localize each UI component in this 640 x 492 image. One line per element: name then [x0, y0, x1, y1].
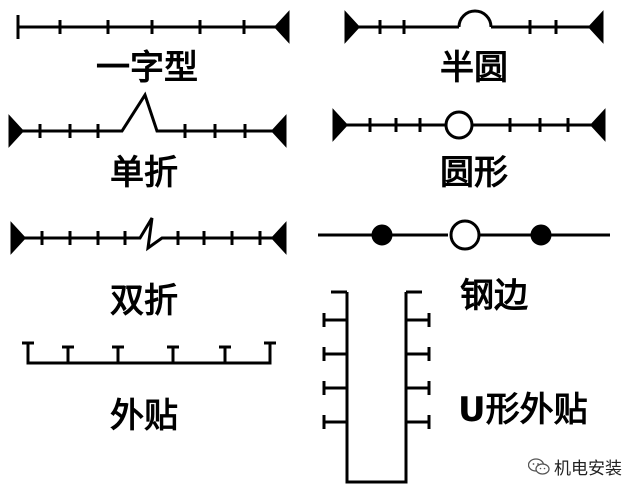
watermark: 机电安装: [524, 453, 626, 480]
external-waterstop-symbol: [22, 341, 276, 365]
watermark-text: 机电安装: [554, 459, 622, 479]
double-fold-waterstop-symbol: [10, 217, 287, 255]
wechat-icon: [528, 457, 550, 475]
u-external-waterstop-symbol: [322, 290, 431, 484]
circle-waterstop-symbol: [332, 108, 606, 142]
label-double-fold: 双折: [110, 281, 178, 321]
label-u-external: U形外贴: [458, 390, 588, 430]
label-external: 外贴: [110, 396, 178, 436]
label-single-fold: 单折: [110, 153, 178, 193]
steel-edge-waterstop-symbol: [318, 219, 610, 251]
label-circle: 圆形: [440, 153, 508, 193]
straight-waterstop-symbol: [16, 10, 290, 44]
label-steel-edge: 钢边: [460, 276, 528, 316]
single-fold-waterstop-symbol: [8, 91, 287, 148]
label-straight: 一字型: [96, 48, 198, 88]
label-semicircle: 半圆: [440, 48, 508, 88]
semicircle-waterstop-symbol: [344, 9, 604, 44]
